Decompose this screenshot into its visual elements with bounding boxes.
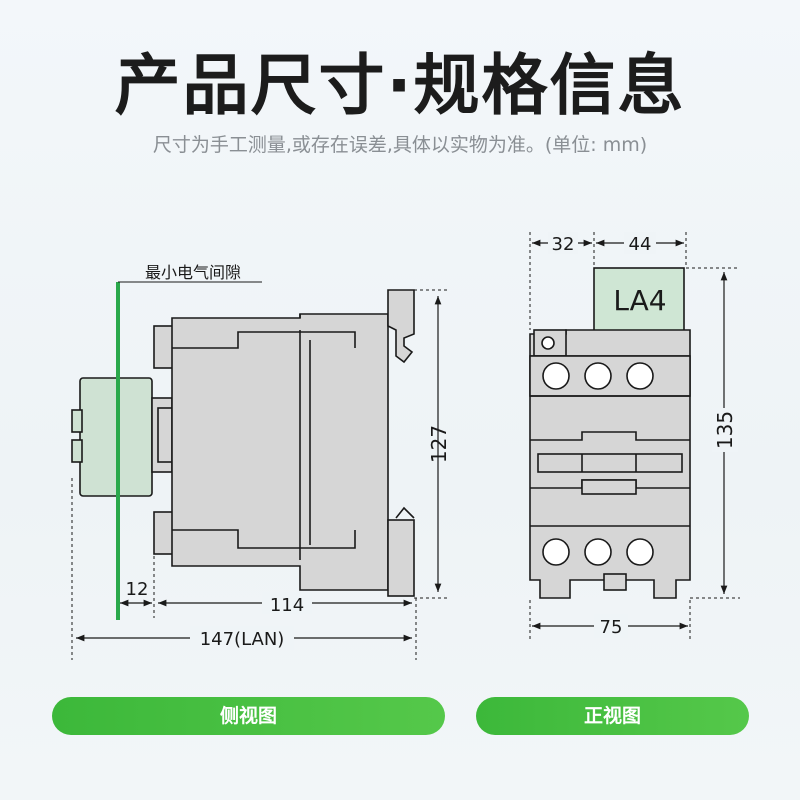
front-la4-module [593,267,685,335]
front-terminal-bottom-2 [584,538,612,566]
front-terminal-top-3 [626,362,654,390]
front-terminal-top-1 [542,362,570,390]
front-terminal-bottom-1 [542,538,570,566]
front-dim-width: 75 [600,617,623,638]
front-terminal-bottom-3 [626,538,654,566]
side-view-caption: 侧视图 [52,697,445,735]
side-terminal-top [153,325,175,369]
front-terminal-top-2 [584,362,612,390]
side-dim-height: 127 [427,425,451,463]
front-module-label: LA4 [613,284,666,317]
front-view [529,267,691,599]
front-dim-left: 32 [552,234,575,255]
side-aux-tab-bottom [71,439,83,463]
page-subtitle: 尺寸为手工测量,或存在误差,具体以实物为准。(单位: mm) [152,134,648,156]
side-dim-total: 147(LAN) [200,629,285,650]
side-terminal-bottom [153,511,175,555]
side-gap-label: 最小电气间隙 [145,263,241,282]
front-screw-hole [541,336,555,350]
front-view-caption: 正视图 [476,697,749,735]
side-din-rail-base [387,519,415,597]
front-dim-right: 44 [629,234,652,255]
side-connector-clip [157,407,173,463]
front-indicator-slot [537,453,683,473]
side-aux-tab-top [71,409,83,433]
side-dim-body: 114 [270,595,304,616]
side-din-rail [387,289,415,364]
front-dim-height: 135 [713,411,737,449]
page-title: 产品尺寸·规格信息 [114,47,686,124]
side-dim-gap: 12 [126,579,149,600]
side-view [71,289,415,597]
